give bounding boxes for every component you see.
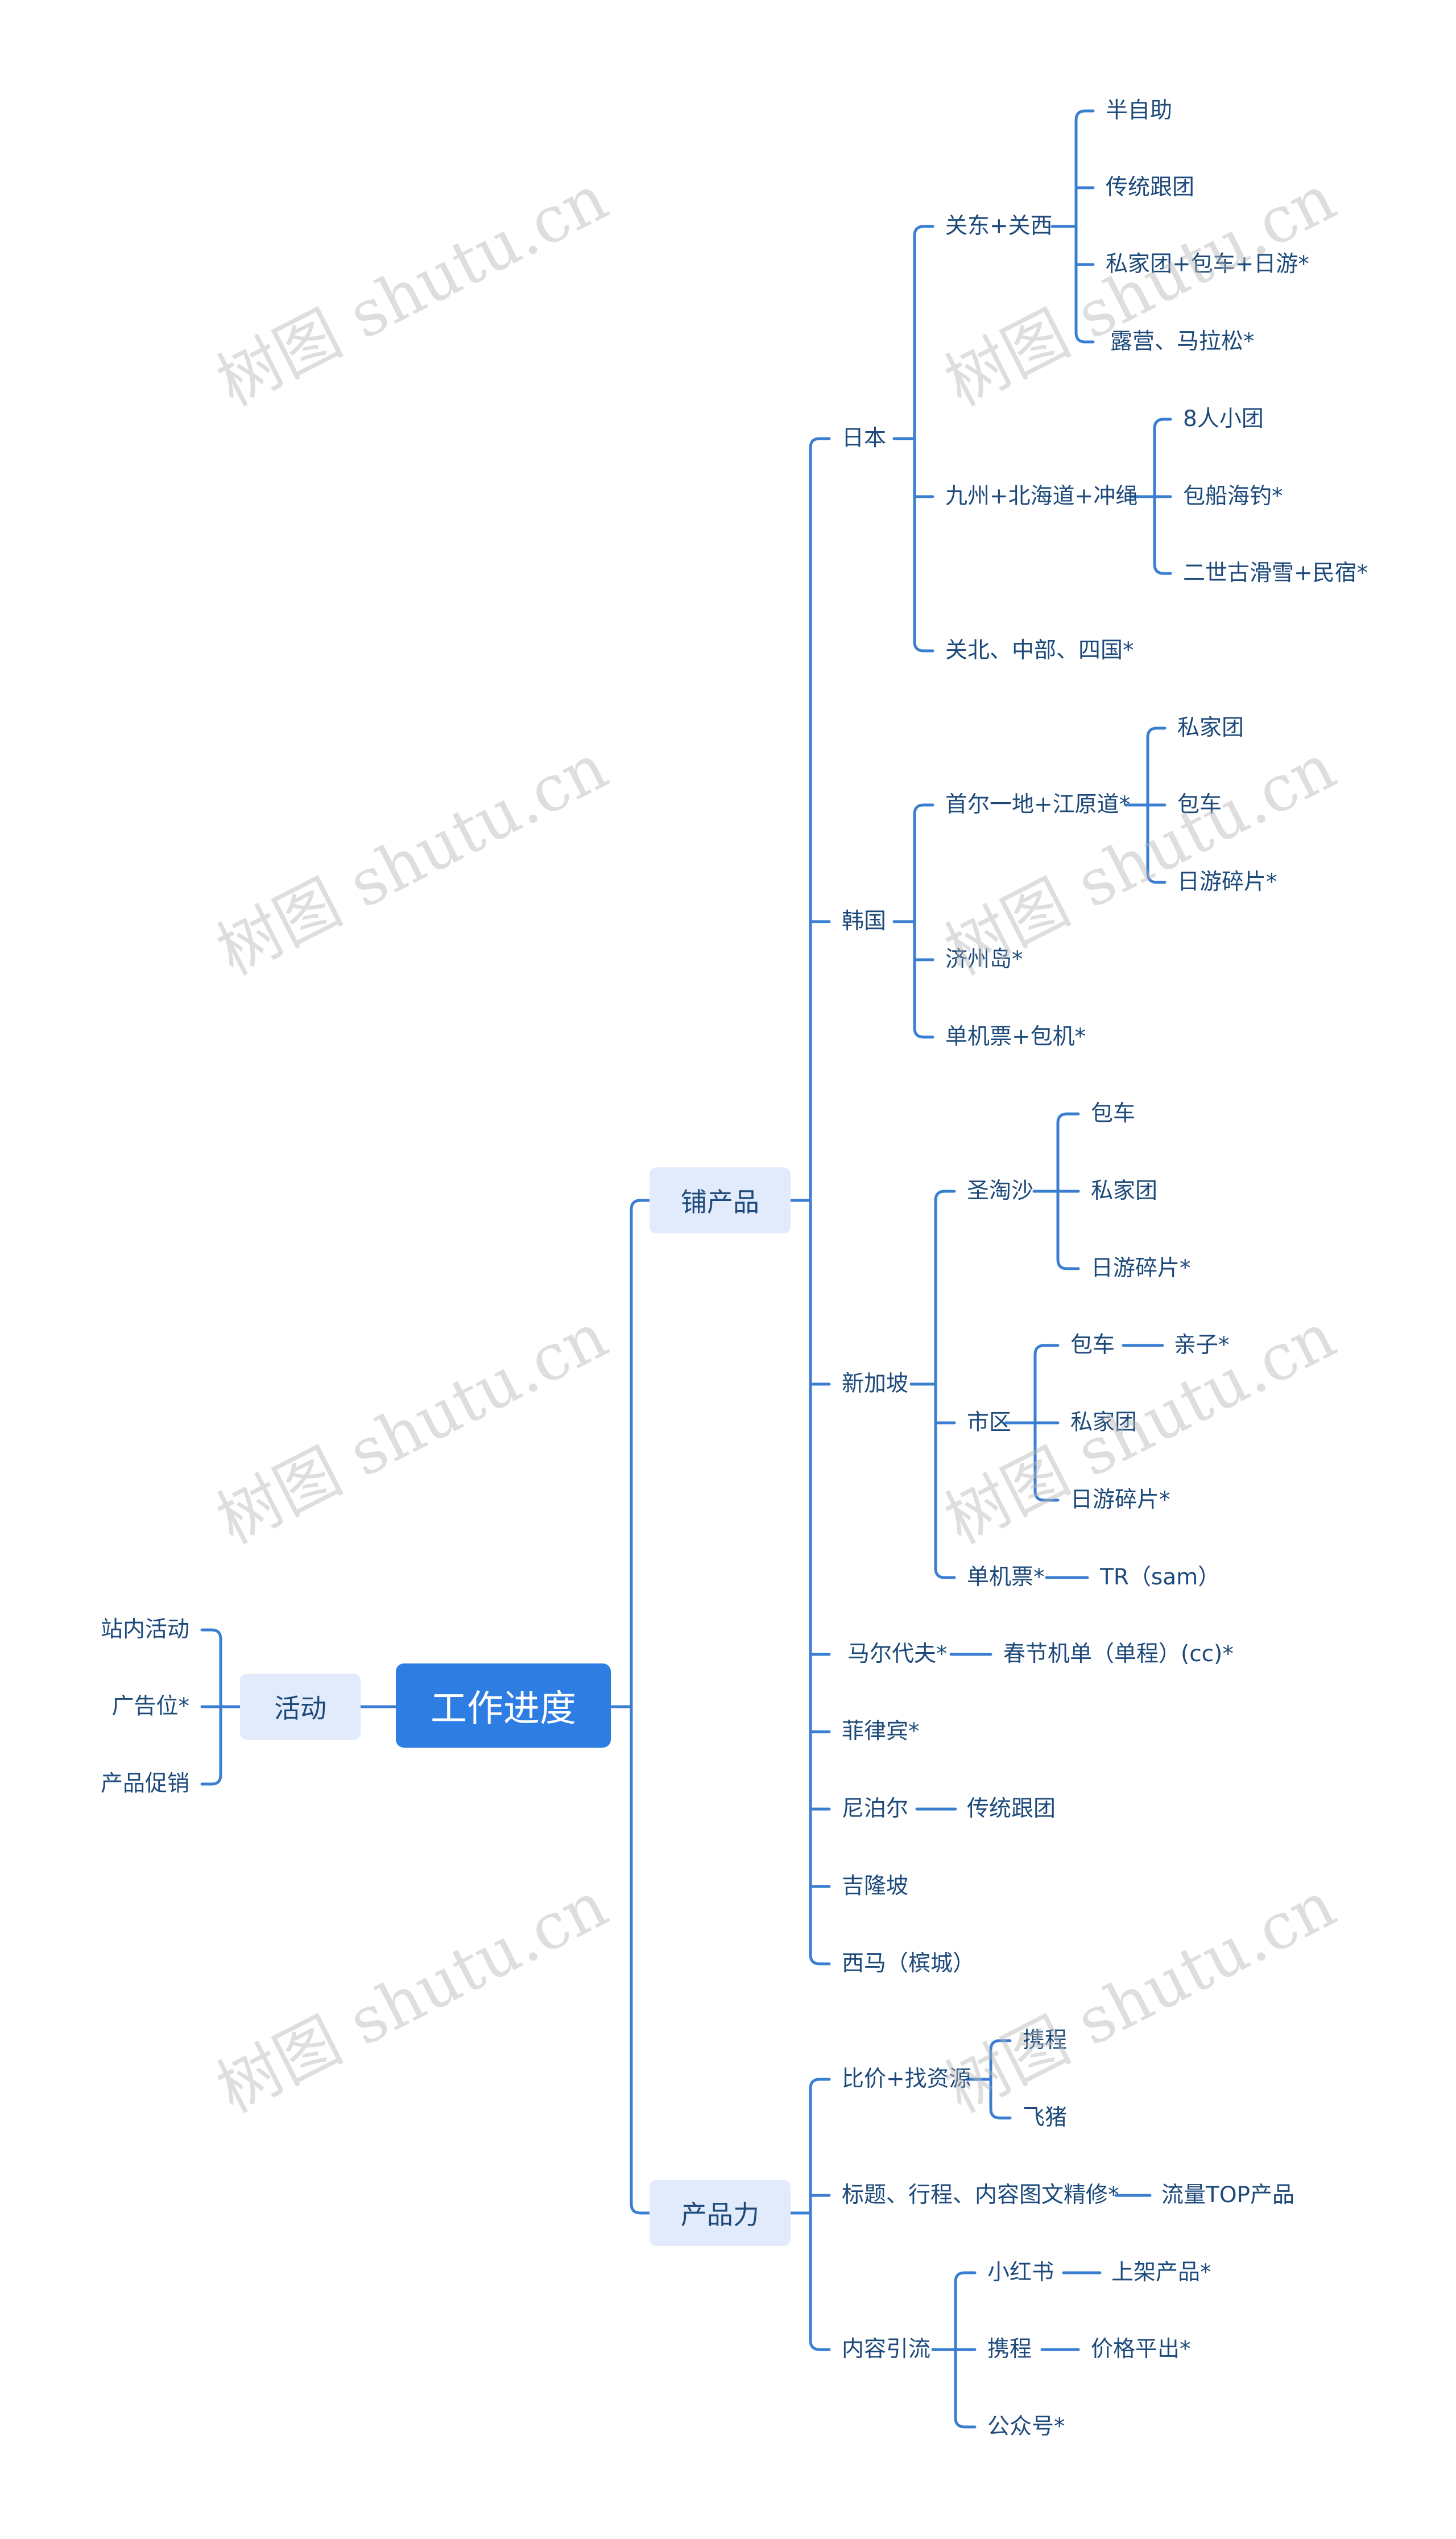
- node-city-car[interactable]: 包车: [1070, 1332, 1115, 1358]
- leaf-camping-marathon[interactable]: 露营、马拉松*: [1110, 329, 1255, 354]
- root-node[interactable]: 工作进度: [396, 1663, 611, 1748]
- connector: [809, 437, 831, 1966]
- leaf-boat-fishing[interactable]: 包船海钓*: [1183, 484, 1283, 509]
- node-singapore[interactable]: 新加坡: [842, 1371, 909, 1397]
- connector: [989, 2039, 1012, 2120]
- leaf-ad-slot[interactable]: 广告位*: [111, 1694, 189, 1719]
- connector: [630, 1199, 651, 2215]
- node-sentosa[interactable]: 圣淘沙: [967, 1178, 1034, 1204]
- leaf-nepal-tour[interactable]: 传统跟团: [967, 1796, 1056, 1822]
- connector: [913, 803, 934, 1039]
- leaf-sg-car[interactable]: 包车: [1091, 1101, 1136, 1126]
- leaf-wechat-official[interactable]: 公众号*: [987, 2414, 1065, 2439]
- connector: [809, 2078, 831, 2351]
- leaf-spring-festival-ticket[interactable]: 春节机单（单程）(cc)*: [1003, 1641, 1234, 1667]
- connector: [934, 1190, 956, 1579]
- connector: [1074, 109, 1095, 344]
- node-japan[interactable]: 日本: [842, 426, 887, 451]
- node-activities[interactable]: 活动: [240, 1674, 361, 1740]
- leaf-city-private[interactable]: 私家团: [1070, 1410, 1138, 1435]
- leaf-private-car-day[interactable]: 私家团+包车+日游*: [1106, 251, 1309, 277]
- node-kyushu-hokkaido-okinawa[interactable]: 九州+北海道+冲绳: [945, 484, 1138, 509]
- node-korea[interactable]: 韩国: [842, 909, 887, 934]
- node-nepal[interactable]: 尼泊尔: [842, 1796, 909, 1822]
- leaf-city-day[interactable]: 日游碎片*: [1070, 1487, 1170, 1513]
- node-sg-ticket[interactable]: 单机票*: [967, 1564, 1045, 1590]
- leaf-kr-ticket[interactable]: 单机票+包机*: [945, 1024, 1086, 1050]
- node-city[interactable]: 市区: [967, 1410, 1012, 1435]
- node-seoul-gangwon[interactable]: 首尔一地+江原道*: [945, 792, 1131, 818]
- node-maldives[interactable]: 马尔代夫*: [847, 1641, 948, 1667]
- node-content-traffic[interactable]: 内容引流: [842, 2336, 931, 2362]
- node-xiaohongshu[interactable]: 小红书: [987, 2260, 1054, 2285]
- leaf-jeju[interactable]: 济州岛*: [945, 947, 1023, 972]
- leaf-tour-group[interactable]: 传统跟团: [1106, 175, 1195, 200]
- leaf-penang[interactable]: 西马（槟城）: [842, 1951, 975, 1976]
- leaf-site-activity[interactable]: 站内活动: [100, 1617, 189, 1642]
- leaf-sg-day[interactable]: 日游碎片*: [1091, 1256, 1191, 1281]
- leaf-sg-private[interactable]: 私家团: [1091, 1178, 1158, 1204]
- leaf-small-group[interactable]: 8人小团: [1183, 406, 1264, 432]
- node-shop-products[interactable]: 铺产品: [650, 1167, 791, 1233]
- node-title-refine[interactable]: 标题、行程、内容图文精修*: [842, 2182, 1119, 2208]
- leaf-promotion[interactable]: 产品促销: [100, 1771, 189, 1797]
- leaf-half-self[interactable]: 半自助: [1106, 98, 1173, 123]
- leaf-ctrip[interactable]: 携程: [1023, 2028, 1068, 2053]
- node-compare-source[interactable]: 比价+找资源: [842, 2066, 971, 2092]
- leaf-philippines[interactable]: 菲律宾*: [842, 1719, 920, 1744]
- node-ctrip-traffic[interactable]: 携程: [987, 2336, 1032, 2362]
- leaf-city-kids[interactable]: 亲子*: [1174, 1332, 1230, 1358]
- leaf-price-parity[interactable]: 价格平出*: [1091, 2336, 1191, 2362]
- leaf-kr-day[interactable]: 日游碎片*: [1177, 869, 1277, 895]
- leaf-niseko-ski[interactable]: 二世古滑雪+民宿*: [1183, 560, 1368, 586]
- leaf-kuala-lumpur[interactable]: 吉隆坡: [842, 1873, 909, 1899]
- leaf-kr-car[interactable]: 包车: [1177, 792, 1222, 818]
- connector: [913, 225, 934, 653]
- leaf-listing[interactable]: 上架产品*: [1111, 2260, 1211, 2285]
- node-kanto-kansai[interactable]: 关东+关西: [945, 213, 1053, 239]
- leaf-kr-private[interactable]: 私家团: [1177, 715, 1244, 741]
- leaf-kanpoku-chubu-shikoku[interactable]: 关北、中部、四国*: [945, 638, 1134, 663]
- leaf-tr-sam[interactable]: TR（sam）: [1100, 1564, 1221, 1590]
- leaf-fliggy[interactable]: 飞猪: [1023, 2105, 1068, 2131]
- leaf-top-traffic[interactable]: 流量TOP产品: [1161, 2182, 1295, 2208]
- node-product-power[interactable]: 产品力: [650, 2180, 791, 2246]
